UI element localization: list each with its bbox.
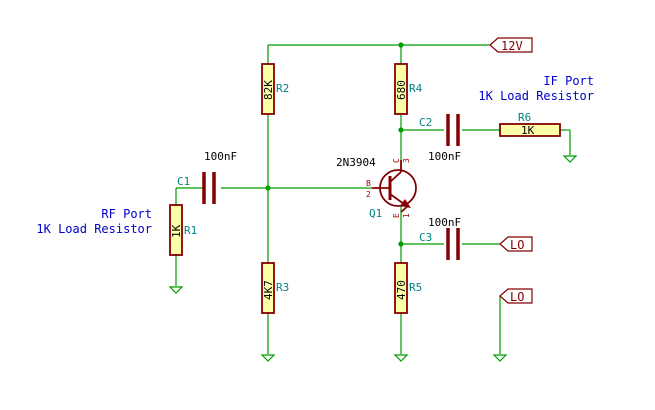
ref-r5: R5 — [409, 281, 422, 294]
pin-e-letter: E — [392, 213, 401, 218]
resistor-r6-body — [499, 123, 561, 137]
port-lo-main-label: LO — [510, 238, 524, 252]
pin-c-letter: C — [392, 158, 401, 163]
value-r6: 1K — [521, 124, 535, 137]
resistor-r1-body — [169, 204, 183, 256]
junction-12v — [398, 42, 404, 48]
junction-base — [265, 185, 271, 191]
ground-r1-icon — [168, 286, 184, 294]
rf-port-title: RF Port — [101, 207, 152, 221]
transistor-q1-emitter-pin — [400, 205, 409, 213]
value-r1: 1K — [170, 224, 183, 238]
ports: 12V LO LO — [489, 37, 533, 304]
value-r3: 4K7 — [262, 280, 275, 300]
junctions — [265, 42, 404, 247]
if-port-title: IF Port — [543, 74, 594, 88]
ground-r3-icon — [260, 354, 276, 362]
ground-r5-icon — [393, 354, 409, 362]
ground-lo-aux-icon — [492, 354, 508, 362]
annotations: RF Port 1K Load Resistor IF Port 1K Load… — [36, 74, 594, 236]
port-12v-shape — [489, 37, 533, 53]
reference-labels: R1 R2 R3 R4 R5 R6 C1 C2 C3 Q1 — [177, 82, 531, 294]
if-port-subtitle: 1K Load Resistor — [478, 89, 594, 103]
rf-port-subtitle: 1K Load Resistor — [36, 222, 152, 236]
value-q1: 2N3904 — [336, 156, 376, 169]
port-12v-label: 12V — [501, 39, 523, 53]
transistor-pin-labels: B 2 C 3 E 1 — [366, 158, 411, 218]
value-c1: 100nF — [204, 150, 237, 163]
capacitors — [202, 114, 460, 260]
pin-b-number: 2 — [366, 190, 371, 199]
wires — [175, 44, 571, 354]
transistor-q1-collector-lead — [389, 171, 402, 183]
port-lo-main-shape — [499, 236, 533, 252]
ground-r6-icon — [562, 155, 578, 163]
grounds — [168, 155, 578, 362]
resistor-r2-body — [261, 63, 275, 115]
junction-collector — [398, 127, 404, 133]
capacitor-c2 — [446, 114, 460, 146]
resistor-r3-body — [261, 262, 275, 314]
resistor-r4-body — [394, 63, 408, 115]
ref-c1: C1 — [177, 175, 190, 188]
junction-emitter — [398, 241, 404, 247]
ref-r2: R2 — [276, 82, 289, 95]
value-r5: 470 — [395, 280, 408, 300]
resistors — [169, 63, 561, 314]
transistor-q1-emitter-lead — [389, 193, 405, 205]
ref-r3: R3 — [276, 281, 289, 294]
value-labels: 1K 82K 4K7 680 470 1K 100nF 100nF 100nF … — [170, 80, 535, 300]
transistor-q1-emitter-arrow — [400, 199, 411, 208]
value-r2: 82K — [262, 80, 275, 100]
capacitor-c1 — [202, 172, 216, 204]
resistor-r5-body — [394, 262, 408, 314]
pin-e-number: 1 — [402, 213, 411, 218]
capacitor-c3 — [446, 228, 460, 260]
pin-b-letter: B — [366, 179, 371, 188]
transistor-q1 — [372, 160, 417, 213]
port-lo-aux-shape — [499, 288, 533, 304]
ref-c2: C2 — [419, 116, 432, 129]
ref-r1: R1 — [184, 224, 197, 237]
value-c2: 100nF — [428, 150, 461, 163]
ref-q1: Q1 — [369, 207, 382, 220]
value-r4: 680 — [395, 80, 408, 100]
ref-r6: R6 — [518, 111, 531, 124]
value-c3: 100nF — [428, 216, 461, 229]
port-lo-aux-label: LO — [510, 290, 524, 304]
ref-c3: C3 — [419, 231, 432, 244]
pin-c-number: 3 — [402, 158, 411, 163]
ref-r4: R4 — [409, 82, 423, 95]
